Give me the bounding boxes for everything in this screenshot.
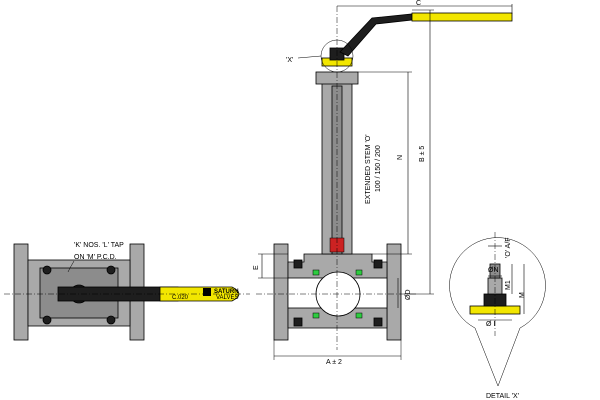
detail-m1-label: M1	[505, 280, 512, 290]
seat-tr	[355, 269, 363, 276]
dim-a-label: A ± 2	[326, 359, 342, 366]
dim-n-label: N	[397, 155, 404, 160]
dimensions: C B ± 5 N EXTENDED STEM 'O' 100 / 150 / …	[253, 0, 513, 366]
detail-x-balloon	[449, 237, 546, 387]
front-lever-grip	[411, 12, 513, 22]
detail-x-ref: 'X'	[286, 57, 293, 64]
detail-i-label: Ø I	[486, 321, 495, 328]
front-bolt-bl	[293, 317, 303, 327]
brand-name: SATURN	[214, 289, 239, 295]
brand-logo-mark	[203, 288, 211, 296]
seat-br	[355, 312, 363, 319]
front-lever-dark	[339, 13, 413, 57]
tap-label-1: 'K' NOS. 'L' TAP	[74, 242, 124, 249]
detail-m-label: M	[519, 292, 526, 298]
detail-title: DETAIL 'X'	[486, 393, 519, 400]
stem-length-options: 100 / 150 / 200	[375, 145, 382, 192]
front-bolt-br	[373, 317, 383, 327]
flange-bolts	[42, 265, 116, 325]
seat-bl	[312, 312, 320, 319]
dim-c-label: C	[416, 0, 421, 7]
dim-d-label: ØD	[405, 290, 412, 301]
front-right-flange	[386, 243, 402, 341]
detail-x: 'O' A/F ØN M1 M Ø I DETAIL 'X'	[449, 232, 546, 400]
detail-n-label: ØN	[488, 267, 499, 274]
tap-label-2: ON 'M' P.C.D.	[74, 254, 117, 261]
stem-length-title: EXTENDED STEM 'O'	[365, 134, 372, 204]
front-bolt-tl	[293, 259, 303, 269]
brand-code: C.020	[172, 295, 189, 301]
detail-oaf-label: 'O' A/F	[505, 237, 512, 258]
seat-tl	[312, 269, 320, 276]
side-view: SATURN VALVES C.020 'K' NOS. 'L' TAP ON …	[4, 242, 250, 341]
front-bolt-tr	[373, 259, 383, 269]
dim-e-label: E	[253, 265, 260, 270]
brand-logo-text: VALVES	[216, 295, 238, 301]
front-left-flange	[273, 243, 289, 341]
dim-b-label: B ± 5	[419, 146, 426, 162]
front-section-view: 'X'	[256, 6, 513, 350]
left-flange	[13, 243, 29, 341]
